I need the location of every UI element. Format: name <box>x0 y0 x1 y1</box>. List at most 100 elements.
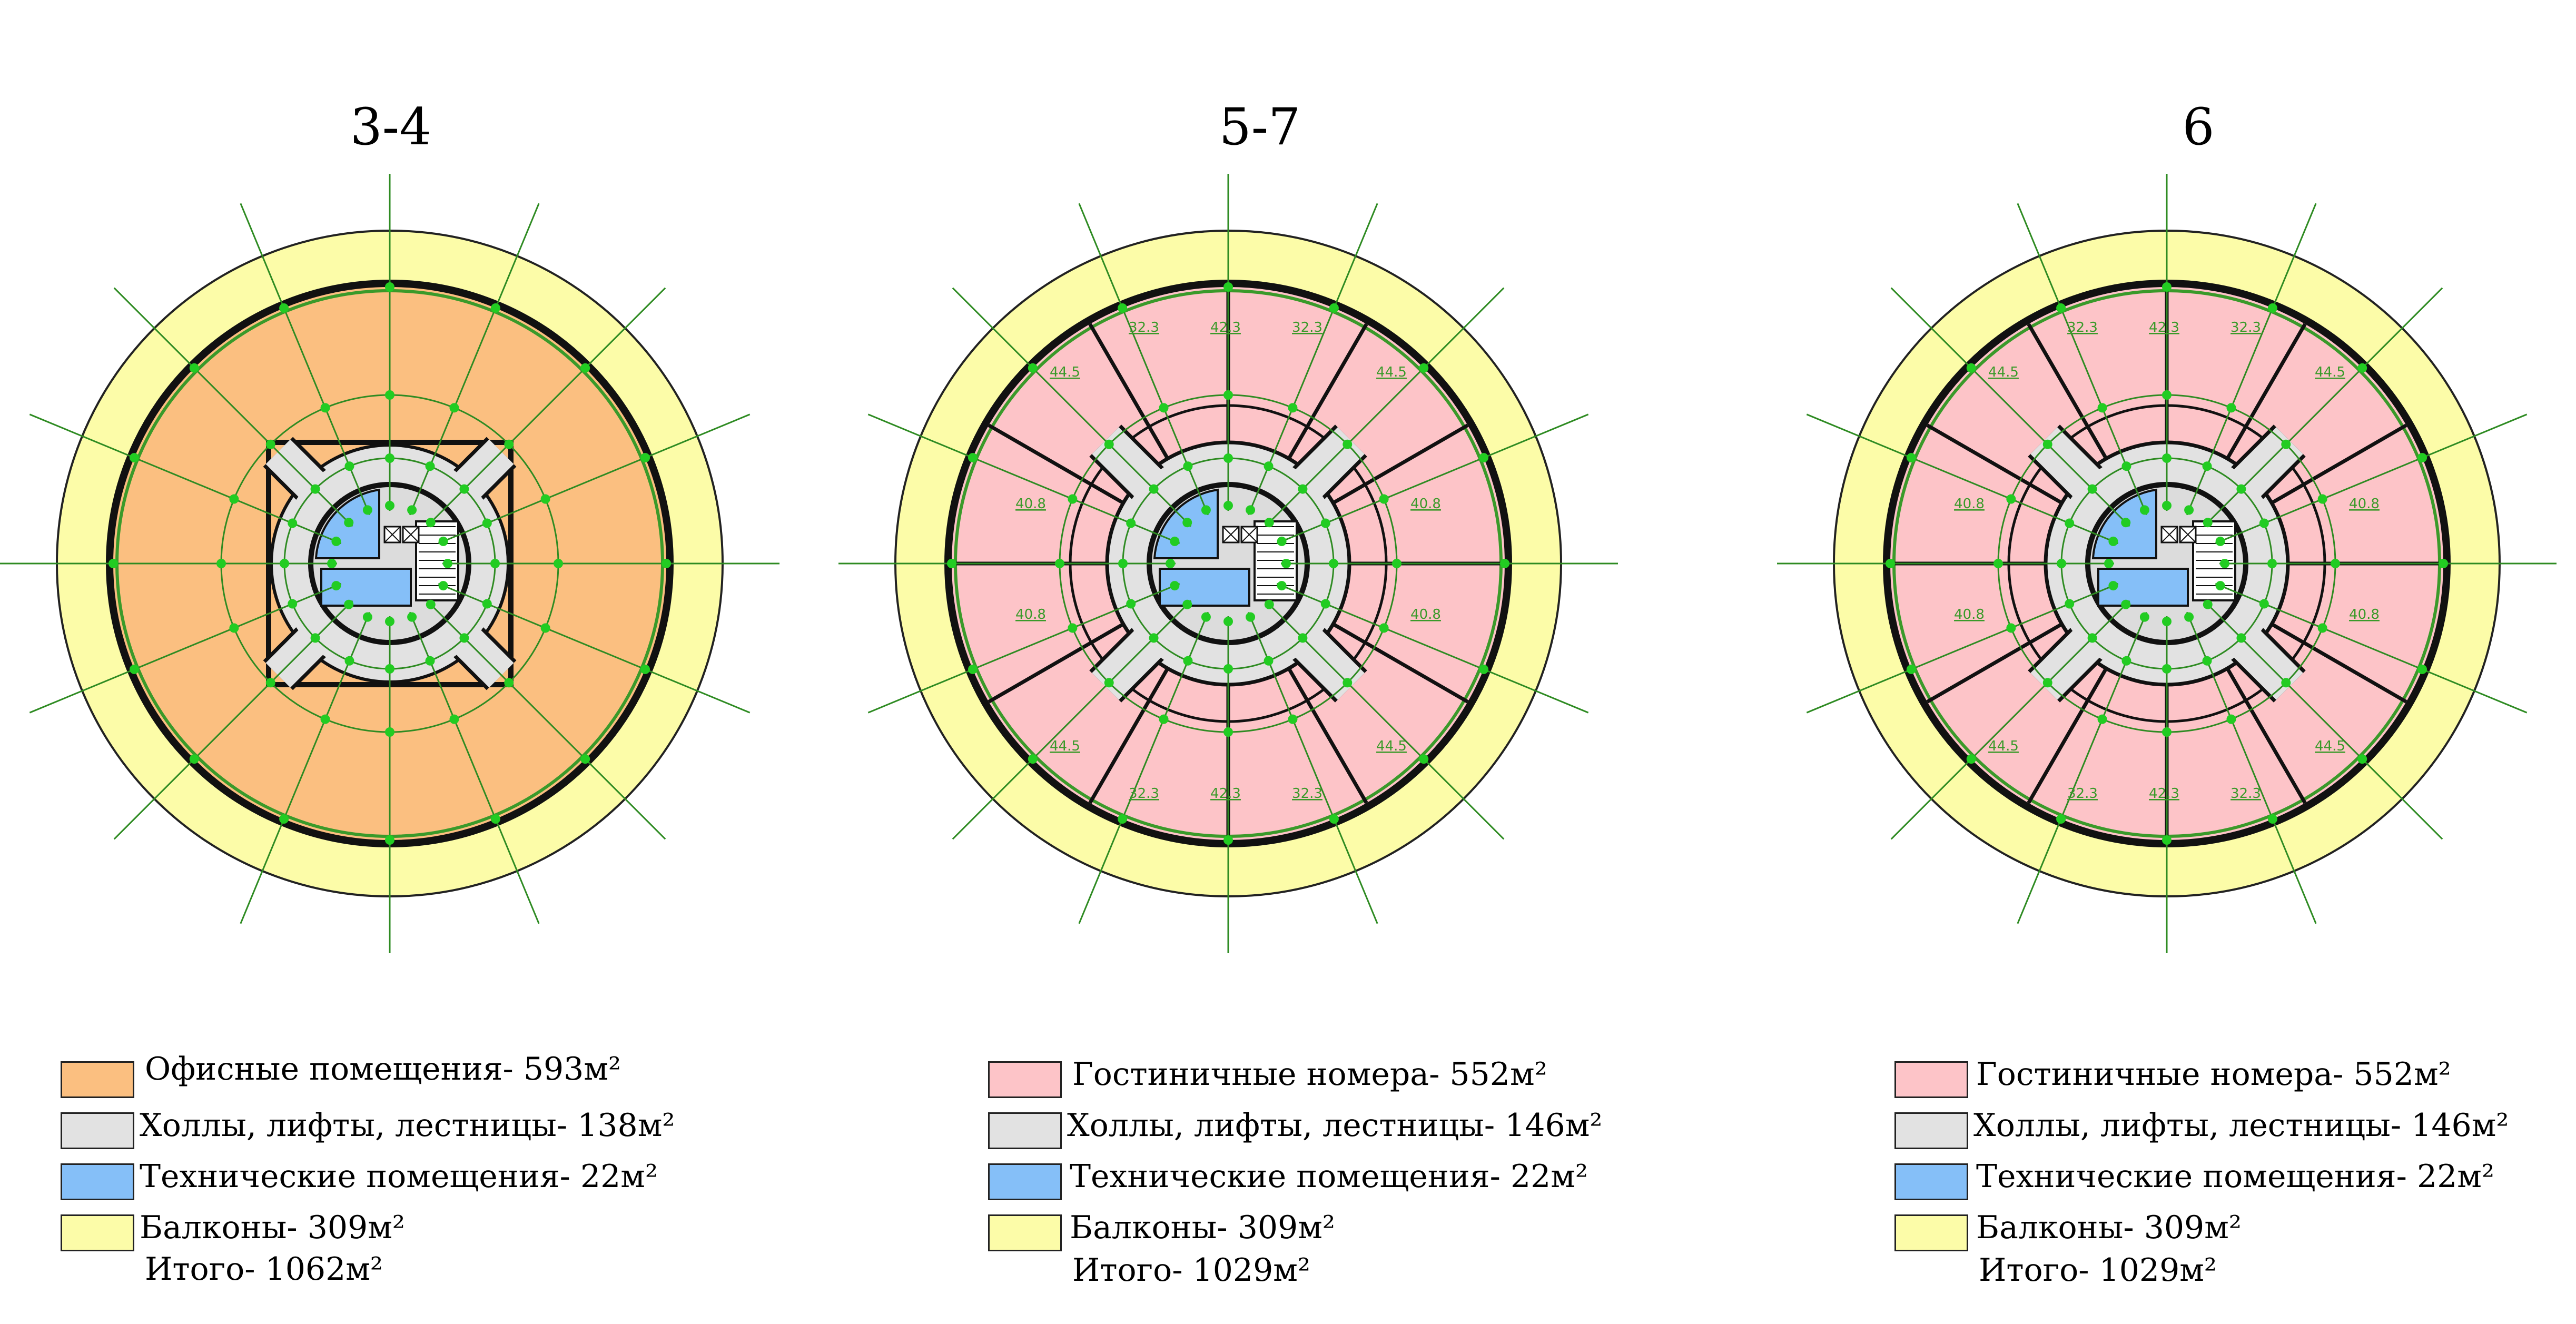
axis-node <box>1277 581 1287 591</box>
axis-node <box>1329 559 1338 568</box>
axis-node <box>2108 536 2118 546</box>
axis-node <box>331 536 341 546</box>
axis-node <box>344 461 354 471</box>
axis-node <box>1264 461 1274 471</box>
legend-swatch <box>61 1061 134 1098</box>
axis-node <box>2203 518 2213 528</box>
legend-label: Офисные помещения- 593м² <box>145 1051 621 1088</box>
legend-swatch <box>61 1214 134 1251</box>
axis-node <box>1159 714 1169 724</box>
plan-title: 5-7 <box>1219 97 1301 156</box>
axis-node <box>1246 505 1256 515</box>
axis-node <box>1379 623 1389 633</box>
axis-node <box>2202 656 2212 666</box>
axis-node <box>1223 501 1233 510</box>
partition-wall <box>1088 323 1175 469</box>
legend-swatch <box>988 1061 1062 1098</box>
axis-node <box>320 403 330 413</box>
axis-node <box>1329 814 1339 824</box>
axis-node <box>2202 461 2212 471</box>
axis-node <box>1170 536 1180 546</box>
axis-node <box>2281 678 2291 688</box>
axis-node <box>2097 403 2107 413</box>
axis-node <box>344 599 354 609</box>
room-area-label: 40.8 <box>1954 496 1985 512</box>
legend-label: Балконы- 309м² <box>140 1209 405 1246</box>
axis-node <box>2267 559 2277 568</box>
plan-title: 6 <box>2182 97 2215 156</box>
axis-node <box>490 303 500 313</box>
axis-node <box>1118 814 1128 824</box>
axis-node <box>1886 559 1895 568</box>
elevator-cross <box>2179 526 2196 543</box>
axis-node <box>1223 453 1233 463</box>
room-area-label: 40.8 <box>1410 607 1441 623</box>
axis-node <box>1277 536 1287 546</box>
axis-node <box>2104 559 2114 568</box>
axis-node <box>1126 518 1136 528</box>
room-area-label: 40.8 <box>1954 607 1985 623</box>
legend-swatch <box>1894 1061 1968 1098</box>
axis-node <box>385 282 394 292</box>
axis-node <box>362 505 372 515</box>
partition-wall <box>988 617 1133 704</box>
room-area-label: 42.3 <box>1210 320 1241 335</box>
axis-node <box>2121 656 2131 666</box>
axis-node <box>2162 282 2172 292</box>
elevator-cross <box>1222 526 1239 543</box>
axis-node <box>2097 714 2107 724</box>
floor-plan-3-4 <box>0 174 779 953</box>
legend-swatch <box>988 1112 1062 1149</box>
legend-swatch <box>988 1163 1062 1200</box>
axis-node <box>2121 461 2131 471</box>
legend-label: Гостиничные номера- 552м² <box>1072 1056 1547 1093</box>
axis-node <box>426 599 436 609</box>
axis-node <box>1379 494 1389 504</box>
axis-node <box>1223 664 1233 674</box>
axis-node <box>1201 612 1211 622</box>
axis-node <box>2042 439 2052 449</box>
axis-node <box>1343 678 1353 688</box>
axis-node <box>279 303 289 313</box>
axis-node <box>1170 581 1180 591</box>
axis-node <box>1055 559 1064 568</box>
axis-node <box>1419 363 1429 373</box>
legend-swatch <box>1894 1112 1968 1149</box>
axis-node <box>2162 501 2172 510</box>
axis-node <box>662 559 671 568</box>
axis-node <box>1966 754 1976 764</box>
axis-node <box>1993 559 2003 568</box>
axis-node <box>229 623 239 633</box>
axis-node <box>449 714 459 724</box>
room-area-label: 42.3 <box>2149 320 2179 335</box>
axis-node <box>385 453 394 463</box>
axis-node <box>2220 559 2229 568</box>
partition-wall <box>988 423 1133 510</box>
legend-swatch <box>1894 1214 1968 1251</box>
axis-node <box>288 599 298 609</box>
axis-node <box>2215 536 2225 546</box>
axis-node <box>1104 678 1114 688</box>
axis-node <box>2417 453 2427 463</box>
legend-label: Холлы, лифты, лестницы- 146м² <box>1973 1107 2509 1144</box>
room-area-label: 42.3 <box>1210 786 1241 802</box>
axis-node <box>1183 656 1193 666</box>
axis-node <box>2042 678 2052 688</box>
axis-node <box>1223 727 1233 737</box>
room-area-label: 44.5 <box>1050 738 1080 754</box>
axis-node <box>580 363 590 373</box>
axis-node <box>2108 581 2118 591</box>
axis-node <box>1479 453 1489 463</box>
legend-total: Итого- 1029м² <box>1072 1252 1310 1289</box>
axis-node <box>2236 484 2246 494</box>
axis-node <box>2087 633 2097 643</box>
axis-node <box>1288 403 1298 413</box>
room-area-label: 44.5 <box>2315 738 2345 754</box>
elevator-cross <box>2161 526 2178 543</box>
axis-node <box>2162 727 2172 737</box>
axis-node <box>1298 633 1308 643</box>
axis-node <box>580 754 590 764</box>
axis-node <box>1118 559 1128 568</box>
axis-node <box>504 678 514 688</box>
axis-node <box>1159 403 1169 413</box>
